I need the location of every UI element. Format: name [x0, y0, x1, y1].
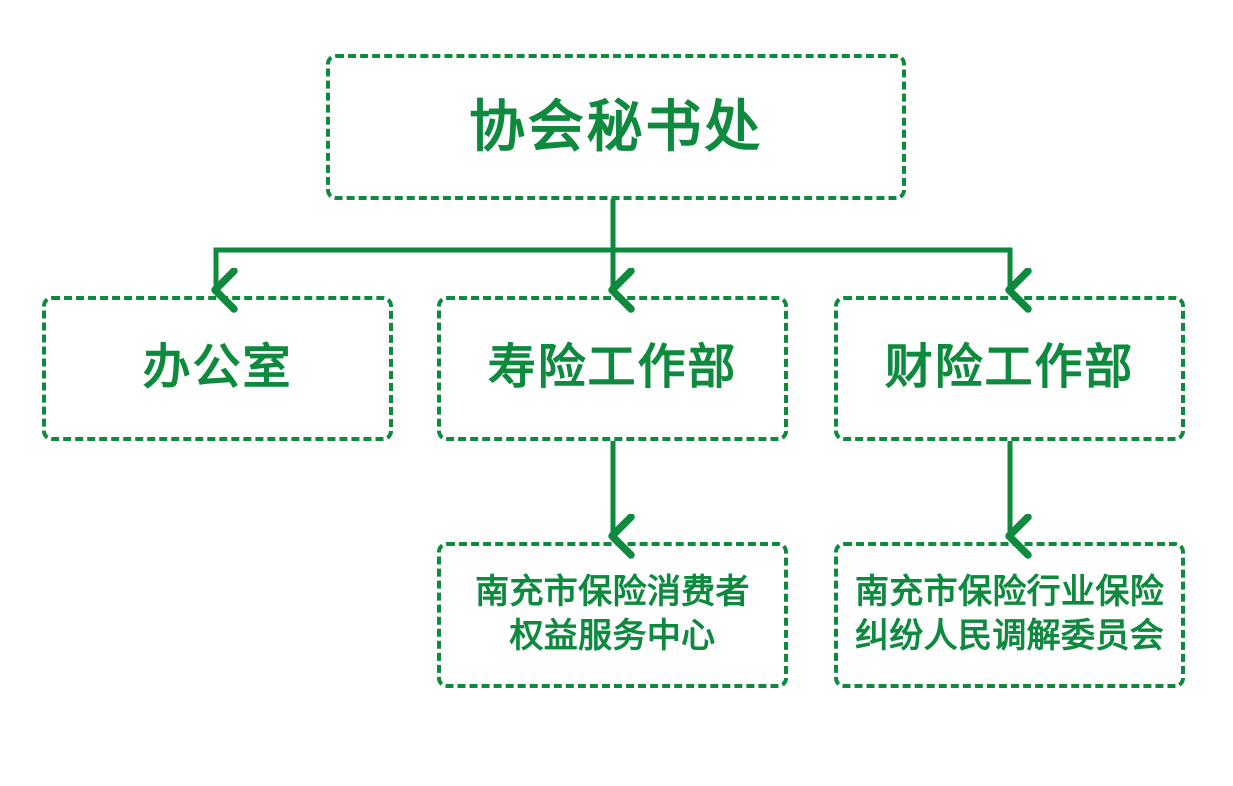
- node-office[interactable]: 办公室: [42, 296, 393, 441]
- node-label-dispute-mediation-committee: 南充市保险行业保险 纠纷人民调解委员会: [854, 573, 1165, 655]
- node-label-property-insurance-department: 财险工作部: [884, 341, 1135, 395]
- node-label-life-insurance-department: 寿险工作部: [487, 341, 738, 395]
- node-life-insurance-department[interactable]: 寿险工作部: [437, 296, 788, 441]
- node-consumer-rights-service-center[interactable]: 南充市保险消费者 权益服务中心: [437, 542, 788, 688]
- node-label-consumer-rights-service-center: 南充市保险消费者 权益服务中心: [475, 573, 750, 655]
- node-label-association-secretariat: 协会秘书处: [469, 94, 763, 158]
- node-dispute-mediation-committee[interactable]: 南充市保险行业保险 纠纷人民调解委员会: [834, 542, 1185, 688]
- node-property-insurance-department[interactable]: 财险工作部: [834, 296, 1185, 441]
- node-association-secretariat[interactable]: 协会秘书处: [326, 54, 906, 200]
- node-label-office: 办公室: [142, 341, 293, 395]
